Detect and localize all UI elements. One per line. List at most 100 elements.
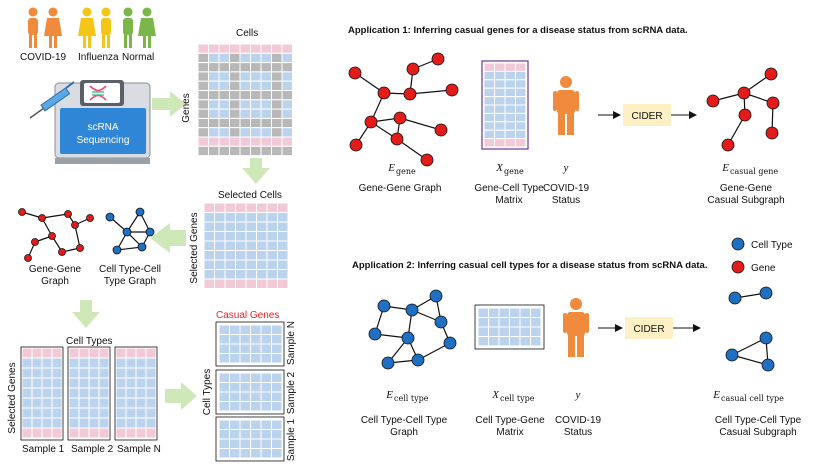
- matrix-cell: [250, 43, 262, 54]
- matrix-cell: [214, 250, 226, 261]
- matrix-cell: [218, 145, 230, 157]
- matrix-cell: [229, 324, 241, 335]
- matrix-cell: [530, 307, 542, 318]
- matrix-cell: [214, 231, 226, 242]
- matrix-cell: [483, 96, 495, 106]
- matrix-cell: [245, 202, 257, 213]
- matrix-cell: [245, 250, 257, 261]
- matrix-cell: [98, 427, 110, 439]
- matrix-cell: [260, 419, 272, 430]
- matrix-cell: [224, 259, 236, 270]
- matrix-cell: [256, 269, 268, 280]
- matrix-cell: [250, 145, 262, 157]
- app2-title: Application 2: Inferring casual cell typ…: [352, 260, 707, 271]
- matrix-cell: [229, 71, 241, 82]
- matrix-cell: [271, 372, 283, 383]
- matrix-cell: [245, 240, 257, 251]
- matrix-cell: [281, 90, 293, 101]
- sequencing-label-1: scRNA: [87, 122, 118, 133]
- matrix-cell: [504, 104, 516, 114]
- matrix-cell: [203, 250, 215, 261]
- matrix-cell: [266, 202, 278, 213]
- matrix-cell: [21, 357, 33, 369]
- legend-celltype-label: Cell Type: [751, 240, 793, 251]
- matrix-cell: [229, 43, 241, 54]
- matrix-cell: [229, 127, 241, 138]
- matrix-cell: [78, 357, 90, 369]
- graph-node: [761, 358, 775, 372]
- matrix-cell: [21, 397, 33, 409]
- matrix-cell: [197, 117, 209, 129]
- matrix-cell: [239, 401, 251, 412]
- flow-arrow-3: [150, 223, 186, 253]
- graph-node: [349, 138, 363, 152]
- matrix-cell: [250, 117, 262, 129]
- matrix-cell: [239, 43, 251, 54]
- app2-celltype-graph: [368, 289, 457, 370]
- matrix-cell: [125, 357, 137, 369]
- matrix-cell: [214, 269, 226, 280]
- matrix-cell: [218, 43, 230, 54]
- matrix-cell: [271, 334, 283, 345]
- matrix-cell: [51, 407, 63, 419]
- matrix-cell: [250, 372, 262, 383]
- matrix-cell: [498, 307, 510, 318]
- matrix-cell: [218, 391, 230, 402]
- matrix-cell: [224, 250, 236, 261]
- matrix-cell: [78, 377, 90, 389]
- matrix-cell: [235, 250, 247, 261]
- matrix-cell: [218, 108, 230, 119]
- matrix-cell: [239, 71, 251, 82]
- matrix-cell: [504, 79, 516, 89]
- app2-graph-label-2: Graph: [390, 427, 418, 438]
- matrix-cell: [266, 269, 278, 280]
- graph-node: [112, 245, 122, 255]
- graph-node: [411, 353, 425, 367]
- app2-matrix-label-1: Cell Type-Gene: [475, 415, 545, 426]
- legend-gene-marker: [731, 260, 745, 274]
- app1-matrix-frame: [481, 60, 529, 150]
- graph-node: [18, 208, 26, 216]
- small-cell-graph-label-2: Type Graph: [104, 276, 156, 287]
- matrix-cell: [515, 70, 527, 81]
- matrix-cell: [88, 377, 100, 389]
- matrix-cell: [494, 62, 506, 72]
- matrix-cell: [78, 427, 90, 439]
- app1-out-label-2: Casual Subgraph: [707, 195, 784, 206]
- app1-title: Application 1: Inferring casual genes fo…: [348, 25, 688, 36]
- app2-out-label-1: Cell Type-Cell Type: [715, 415, 802, 426]
- matrix-cell: [197, 52, 209, 64]
- graph-node: [377, 86, 391, 100]
- matrix-cell: [504, 87, 516, 98]
- matrix-cell: [203, 269, 215, 280]
- graph-edge: [41, 213, 69, 219]
- matrix-cell: [203, 240, 215, 251]
- graph-node: [364, 115, 378, 129]
- matrix-cell: [115, 367, 127, 379]
- matrix-cell: [214, 221, 226, 232]
- app2-matrix-frame: [474, 304, 545, 350]
- matrix-cell: [41, 427, 53, 439]
- graph-node: [737, 86, 751, 100]
- matrix-cell: [203, 212, 215, 223]
- matrix-cell: [515, 129, 527, 140]
- matrix-cell: [218, 353, 230, 364]
- app1-casual-graph: [706, 67, 780, 152]
- matrix-cell: [98, 347, 110, 359]
- matrix-cell: [483, 138, 495, 148]
- celltypes-blocks: [20, 346, 158, 441]
- matrix-cell: [214, 202, 226, 213]
- app2-out-label-2: Casual Subgraph: [719, 427, 796, 438]
- matrix-cell: [245, 259, 257, 270]
- matrix-cell: [135, 397, 147, 409]
- graph-edge: [74, 224, 81, 249]
- app2-graph-sub: cell type: [394, 394, 429, 403]
- matrix-cell: [229, 90, 241, 101]
- matrix-cell: [239, 438, 251, 449]
- matrix-cell: [218, 343, 230, 354]
- matrix2-top-label: Selected Cells: [218, 190, 282, 201]
- graph-node: [64, 210, 72, 218]
- matrix-cell: [197, 43, 209, 54]
- legend-celltype-marker: [731, 237, 745, 251]
- person-icon-covid: [28, 7, 62, 48]
